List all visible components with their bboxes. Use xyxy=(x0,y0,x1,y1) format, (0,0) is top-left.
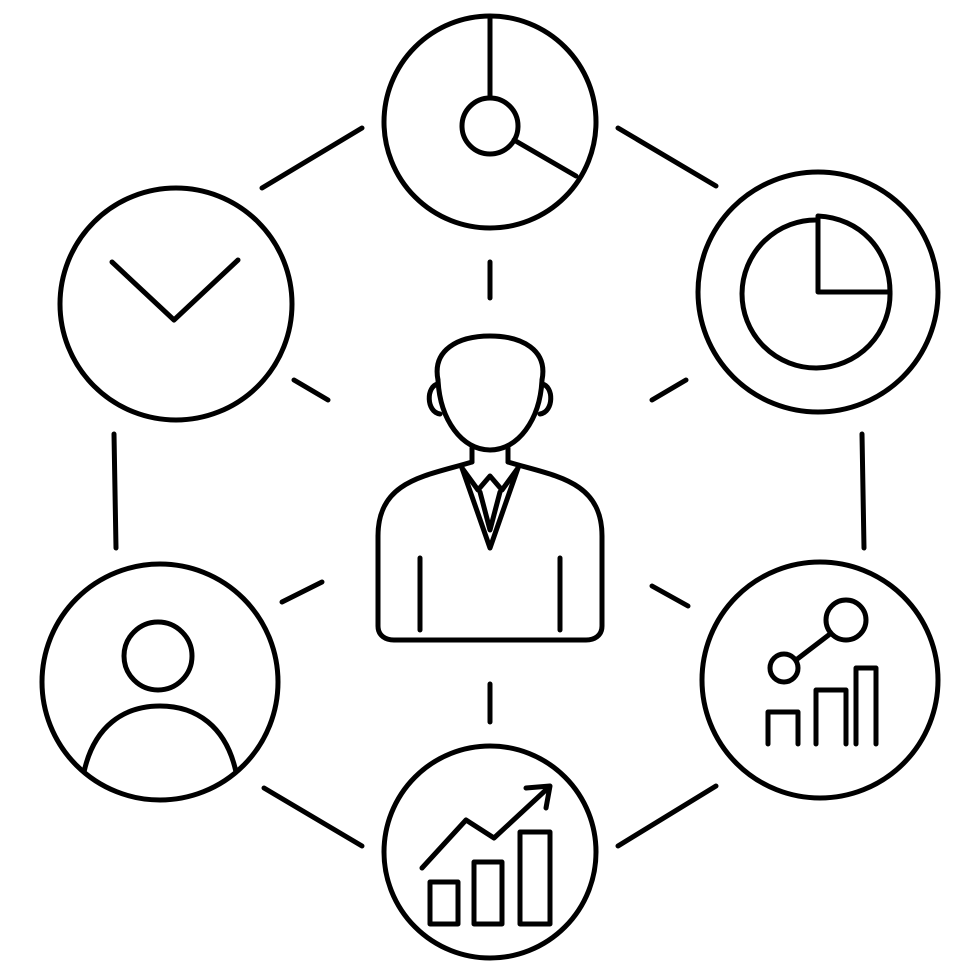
user-profile-icon xyxy=(39,561,281,803)
analytics-bar-chart-icon xyxy=(699,559,941,801)
growth-chart-icon xyxy=(381,743,599,961)
center-spokes xyxy=(279,259,691,725)
orbit-dashed-ring xyxy=(111,125,867,849)
checkmark-icon xyxy=(57,185,295,423)
businessman-icon xyxy=(375,333,605,643)
clock-icon xyxy=(381,13,599,231)
pie-chart-icon xyxy=(695,169,941,415)
